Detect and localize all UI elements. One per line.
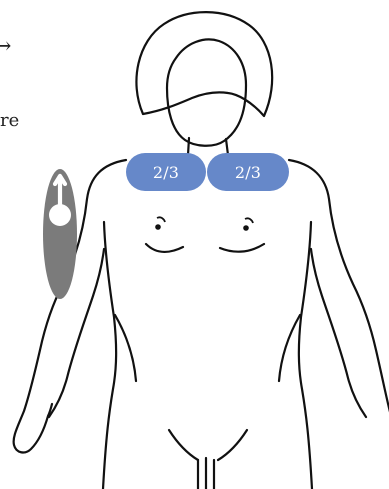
right-breast-line (220, 244, 264, 252)
swipe-up-icon (39, 168, 81, 300)
waist-right (279, 315, 300, 381)
groin-right (218, 430, 247, 460)
hair-outline (136, 12, 272, 116)
left-breast-line (146, 244, 183, 252)
waist-left (115, 315, 136, 381)
right-shoulder-arm (289, 160, 389, 412)
right-shoulder-badge: 2/3 (207, 153, 289, 191)
nipple-marks (155, 224, 249, 231)
left-side-body (103, 222, 116, 489)
right-side-body (299, 222, 312, 489)
groin-left (169, 430, 198, 460)
left-shoulder-badge: 2/3 (126, 153, 206, 191)
right-hand-left-edge (311, 249, 366, 417)
